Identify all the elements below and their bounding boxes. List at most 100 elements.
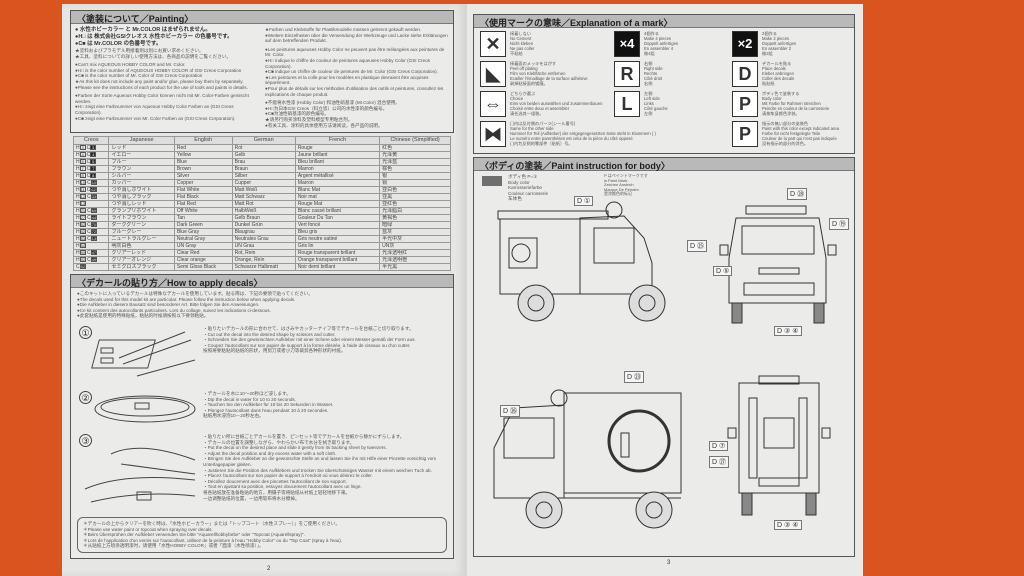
marks-header: 〈使用マークの意味／Explanation of a mark〉: [474, 15, 854, 28]
text-line: 左侧: [644, 111, 653, 116]
text-line: 接着しない: [510, 31, 531, 36]
text-line: 贴贴纸: [762, 81, 775, 86]
mr-color-code: 92: [79, 264, 87, 270]
text-line: デカールを貼る: [762, 61, 792, 66]
body-paint-header: 〈ボディの塗装／Paint instruction for body〉: [474, 158, 854, 171]
mr-color-code: 10: [90, 180, 98, 186]
mr-color-code: 4: [90, 152, 97, 158]
mr-color-code: 70: [90, 222, 98, 228]
mr-color-code: 62: [90, 187, 97, 193]
cell-fr: Blanc Mat: [294, 186, 381, 195]
choice-icon: ⇔: [480, 91, 506, 117]
text-line: ●H□ indique le chiffre de couleur de pei…: [265, 57, 431, 69]
text-line: Make 4 pieces: [644, 36, 671, 41]
text-line: ●Les peintures aqueuses Hobby Color ne p…: [265, 46, 445, 58]
text-line: ●此套贴纸是使用的特殊贴纸，粘贴的时候请按照以下要领粘贴。: [77, 313, 209, 319]
cell-ja: クリアーレッド: [108, 249, 175, 258]
mr-color-code: 44: [90, 215, 98, 221]
cell-zh: UN灰: [379, 242, 451, 251]
step-number: ②: [79, 391, 92, 405]
cell-de: Matt Weiß: [231, 186, 296, 195]
text-line: ●Farben der Sorte Aqueous Hobby Color kö…: [75, 93, 249, 104]
hobby-color-code: 90: [79, 250, 87, 256]
cell-en: Yellow: [173, 151, 233, 160]
decal-label: D ⑲: [829, 218, 849, 230]
truck-drawings: [493, 201, 837, 529]
hobby-color-code: 4: [79, 152, 86, 158]
painting-section: 〈塗装について／Painting〉 ● 水性ホビーカラー と Mr.COLOR …: [70, 10, 454, 134]
hobby-color-code: 52: [79, 222, 87, 228]
decal-label: D ㉖: [500, 405, 520, 417]
paint-except-icon: P: [732, 121, 758, 147]
mr-color-code: 33: [90, 194, 98, 200]
cell-ja: ブルー: [108, 158, 175, 167]
cell-de: UN Grau: [231, 242, 296, 251]
painting-left-col: ● 水性ホビーカラー と Mr.COLOR はまぜられません。●H□ は 株式会…: [75, 27, 259, 128]
scissors-cutting-illustration: [91, 331, 196, 377]
text-line: Eins von beiden auswählen und zusammenba…: [510, 101, 603, 106]
text-line: ●H□ is the color number of AQUEOUS HOBBY…: [75, 67, 242, 73]
cell-en: Blue Gray: [173, 228, 233, 237]
body-color-icon: P: [732, 91, 758, 117]
text-line: ・Coupez l'autocollant sur son papier de …: [203, 342, 411, 348]
text-line: ・デカールの位置を調整しながら、やわらかい布で水分を拭き取ります。: [203, 439, 355, 445]
cell-de: Orange, Rein: [231, 256, 296, 265]
text-line: Côté gauche: [644, 106, 668, 111]
text-line: Doppelt anfertigen: [644, 41, 679, 46]
hobby-color-code: 3: [79, 145, 86, 151]
text-line: ・Justieren Sie die Position des Aufklebe…: [203, 467, 432, 473]
text-line: ●不能将水性漆 (Hobby Color) 和油性硝基漆 (Mr.Color) …: [265, 100, 400, 106]
mr-color-code: 5: [90, 159, 97, 165]
text-line: ★Les peintures et la colle pour les modè…: [265, 74, 429, 86]
cell-fr: Vert foncé: [294, 221, 381, 230]
water-dish-illustration: [94, 395, 196, 423]
text-line: Le numéro entre parenthèses est celui de…: [510, 136, 633, 141]
mr-color-code: 7: [90, 166, 97, 172]
text-line: Nummer für Teil (Aufkleber) der entgegen…: [510, 131, 656, 136]
text-line: ( )内为反侧的零部件（贴纸）号。: [510, 141, 573, 146]
mr-color-code: 49: [90, 257, 98, 263]
body-color-swatch: [482, 176, 502, 186]
mr-color-code: 3: [90, 145, 97, 151]
text-line: Kleber anbringen: [762, 71, 794, 76]
text-line: ●Can't mix AQUEOUS HOBBY COLOR and Mr. C…: [75, 62, 186, 68]
cell-zh: 暗绿: [379, 221, 451, 230]
text-line: ●Ce kit contient des autocollants partic…: [77, 307, 271, 313]
decal-label: D ③ ④: [774, 326, 802, 336]
text-line: ・Décollez doucement avec des pincettes l…: [203, 478, 347, 484]
column-header: English: [173, 136, 233, 146]
cell-en: Red: [173, 144, 233, 153]
text-line: ●Die Aufkleber in diesem Bausatz sind be…: [77, 302, 260, 308]
mr-color-code: 8: [90, 173, 97, 179]
text-line: Paint with this color except indicated a…: [762, 126, 840, 131]
text-line: 贴纸用水浸泡10－20秒左右。: [203, 413, 264, 419]
text-line: ●H□ は 株式会社GSIクレオス 水性ホビーカラー の色番号です。: [75, 34, 233, 40]
cell-de: Rot: [231, 144, 296, 153]
text-line: 请任选其一组装。: [510, 111, 544, 116]
hobby-color-code: 21: [79, 208, 87, 214]
text-line: ・Adjust the decal position and dry exces…: [203, 450, 337, 456]
hobby-color-code: 8: [79, 173, 86, 179]
cell-ja: ダークグリーン: [108, 221, 175, 230]
cell-zh: 红色: [379, 144, 451, 153]
text-line: Ecailler l'émaillage de la surface adhés…: [510, 76, 588, 81]
